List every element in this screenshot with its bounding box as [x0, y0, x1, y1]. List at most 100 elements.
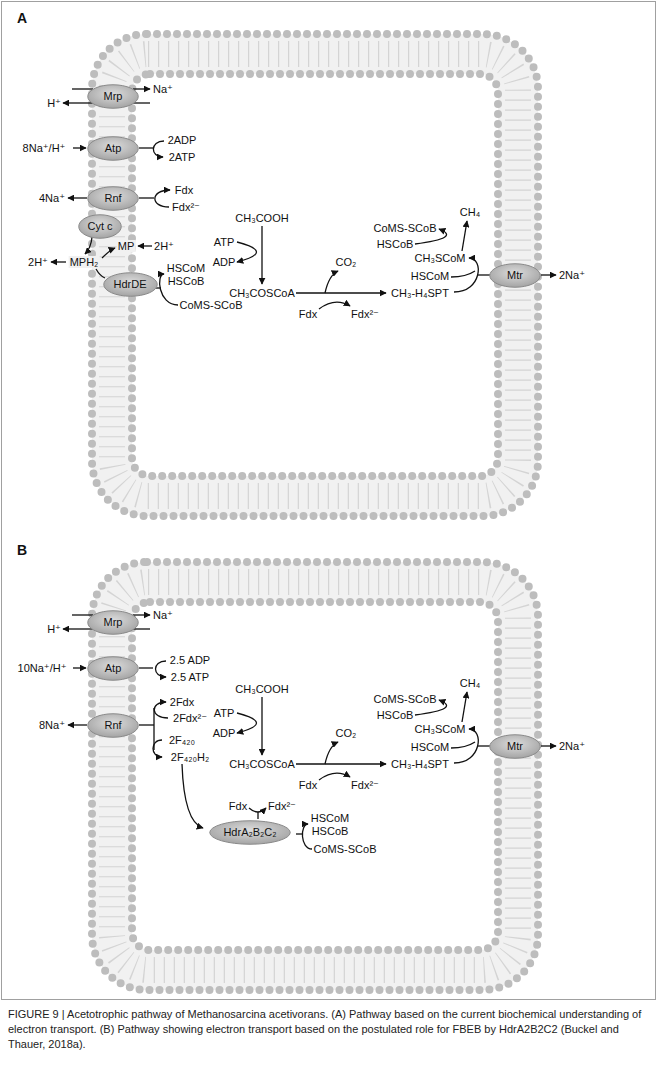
chemical-label: Na⁺: [153, 83, 173, 95]
reaction-arrow: [296, 292, 386, 293]
chemical-label: CoMS-SCoB: [374, 693, 437, 705]
complex-name: Mtr: [507, 740, 523, 753]
protein-complex: Rnf: [87, 186, 139, 211]
flux-line: [257, 812, 258, 819]
cell-membrane: [92, 34, 538, 516]
chemical-label: HSCoB: [377, 709, 414, 721]
reaction-arrow: [319, 773, 350, 780]
chemical-label: 2F₄₂₀: [169, 734, 195, 746]
complex-name: Rnf: [104, 719, 121, 732]
protein-complex: Mtr: [489, 263, 541, 288]
flux-line: [139, 197, 154, 198]
complex-outline: [490, 734, 541, 758]
chemical-label: ATP: [214, 707, 235, 719]
flux-arrow: [541, 274, 556, 275]
lipid-tails: [112, 54, 518, 496]
complex-outline: [88, 136, 139, 160]
reaction-arrow: [302, 824, 312, 849]
chemical-label: 10Na⁺/H⁺: [18, 662, 67, 674]
lipid-tails: [112, 582, 518, 970]
flux-line: [478, 745, 490, 746]
complex-name: Mrp: [104, 90, 123, 103]
reaction-line: [451, 742, 475, 748]
chemical-label: Fdx: [229, 800, 247, 812]
flux-line: [133, 628, 150, 629]
chemical-label: 8Na⁺: [39, 719, 65, 731]
lipid-heads: [132, 74, 498, 476]
reaction-arrow: [156, 661, 167, 677]
chemical-label: Fdx²⁻: [172, 201, 200, 213]
lipid-heads: [92, 562, 538, 990]
flux-line: [139, 667, 153, 668]
lipid-heads: [92, 34, 538, 516]
flux-arrow: [68, 197, 87, 198]
flux-line: [296, 833, 302, 834]
chemical-label: Fdx: [299, 308, 317, 320]
complex-name: Atp: [105, 662, 122, 675]
chemical-label: CH₃COSCoA: [229, 287, 295, 299]
reaction-arrow: [319, 302, 350, 309]
reaction-arrow: [462, 692, 467, 722]
electron-arrow: [182, 764, 203, 828]
reaction-arrow: [261, 226, 262, 284]
figure-border: [2, 2, 656, 1000]
chemical-label: 2Na⁺: [559, 269, 585, 281]
chemical-label: Fdx²⁻: [268, 800, 296, 812]
chemical-label: H⁺: [47, 97, 61, 109]
reaction-arrow: [462, 221, 467, 251]
complex-name: Mrp: [104, 616, 123, 629]
complex-name: HdrA₂B₂C₂: [223, 826, 276, 839]
reaction-arrow: [153, 740, 162, 757]
chemical-label: 2.5 ADP: [170, 654, 210, 666]
chemical-label: HSCoB: [168, 275, 205, 287]
reaction-arrows: [51, 89, 178, 305]
chemical-label: 2F₄₂₀H₂: [171, 751, 209, 763]
chemical-label: CH₃SCoM: [415, 723, 466, 735]
protein-complex: Cyt c: [78, 214, 122, 239]
protein-complex: HdrDE: [103, 272, 158, 297]
chemical-label: MP: [117, 240, 136, 252]
flux-arrow: [73, 147, 86, 148]
chemical-label: Na⁺: [153, 609, 173, 621]
protein-complex: Atp: [87, 136, 139, 161]
chemical-label: 2H⁺: [154, 240, 174, 252]
chemical-label: ATP: [214, 236, 235, 248]
electron-line: [96, 269, 105, 278]
reaction-arrow: [325, 742, 338, 764]
chemical-label: HSCoM: [411, 741, 450, 753]
flux-arrow: [138, 245, 152, 246]
cell-membrane: [92, 562, 538, 990]
electron-arrow: [85, 237, 92, 254]
membrane-band: [92, 34, 538, 516]
chemical-label: HSCoB: [377, 238, 414, 250]
reaction-arrow: [153, 141, 164, 157]
reaction-arrow: [249, 808, 266, 812]
complex-outline: [79, 214, 122, 238]
flux-line: [139, 147, 153, 148]
chemical-label: CoMS-SCoB: [180, 299, 243, 311]
chemical-label: 2Fdx: [170, 696, 194, 708]
reaction-line: [451, 271, 475, 277]
panel-label: A: [17, 10, 27, 26]
electron-arrow: [102, 248, 115, 258]
chemical-label: CH₃COOH: [235, 683, 288, 695]
chemical-label: CH₄: [460, 206, 480, 218]
reaction-arrows: [63, 615, 312, 849]
chemical-label: 2Fdx²⁻: [173, 712, 207, 724]
flux-arrow: [63, 102, 93, 103]
chemical-label: CH₃-H₄SPT: [391, 758, 449, 770]
flux-line: [139, 724, 154, 725]
chemical-label: HSCoM: [311, 812, 350, 824]
chemical-label: 2H⁺: [28, 256, 48, 268]
complex-name: Cyt c: [87, 220, 112, 233]
reaction-arrow: [155, 190, 170, 207]
flux-arrow: [68, 724, 87, 725]
chemical-label: CoMS-SCoB: [374, 222, 437, 234]
chemical-label: ADP: [213, 727, 236, 739]
complex-outline: [88, 656, 139, 680]
complex-name: Mtr: [507, 269, 523, 282]
panel-label: B: [17, 542, 27, 558]
reaction-arrow: [296, 763, 386, 764]
